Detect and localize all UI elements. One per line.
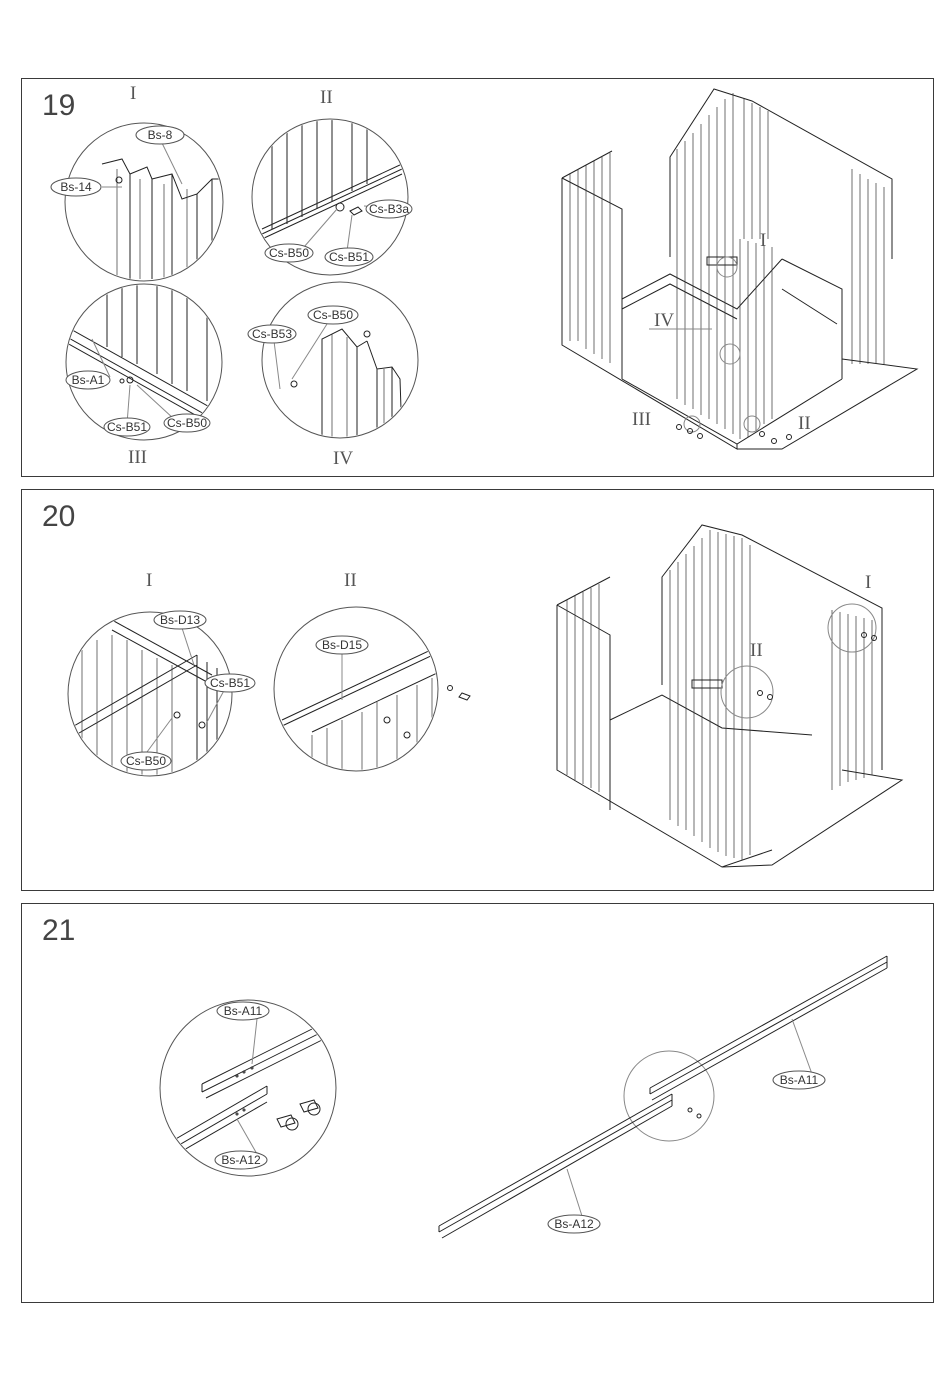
callout-bs-a1: Bs-A1 (72, 373, 105, 387)
callout-bs-a12: Bs-A12 (221, 1153, 261, 1167)
callout-bs-d13: Bs-D13 (160, 613, 200, 627)
callout-bs-a11: Bs-A11 (780, 1073, 819, 1087)
marker-i: I (865, 572, 871, 593)
detail-view-iii: III Bs-A1 Cs-B51 Cs-B50 (66, 279, 222, 468)
shed-assembly-view: I IV III II (562, 89, 917, 449)
callout-bs-a12: Bs-A12 (554, 1217, 594, 1231)
detail-view-ii: II Cs-B3a Cs-B50 Cs-B51 (252, 87, 412, 275)
detail-view-i: I Bs-D13 Cs-B51 Cs-B50 (67, 570, 255, 790)
callout-cs-b50: Cs-B50 (269, 246, 309, 260)
shed-assembly-view: I II (557, 525, 902, 867)
detail-circle (262, 282, 418, 438)
marker-iv: IV (654, 310, 674, 331)
detail-label-iii: III (128, 447, 147, 468)
detail-label-ii: II (320, 87, 333, 108)
marker-iii: III (632, 409, 651, 430)
step-21-illustration: Bs-A11 Bs-A12 Bs-A11 Bs-A12 (22, 904, 935, 1304)
callout-bs-8: Bs-8 (148, 128, 173, 142)
step-21-panel: 21 Bs-A11 Bs-A12 (21, 903, 934, 1303)
step-19-illustration: I Bs-8 Bs-14 II (22, 79, 935, 478)
callout-cs-b53: Cs-B53 (252, 327, 292, 341)
detail-label-ii: II (344, 570, 357, 591)
step-20-illustration: I Bs-D13 Cs-B51 Cs-B50 II (22, 490, 935, 892)
callout-cs-b51: Cs-B51 (210, 676, 250, 690)
callout-cs-b51: Cs-B51 (107, 420, 147, 434)
step-19-panel: 19 I Bs-8 Bs-14 II (21, 78, 934, 477)
rail-assembly-view: Bs-A11 Bs-A12 (439, 956, 887, 1238)
detail-label-i: I (146, 570, 152, 591)
detail-circle (274, 607, 438, 771)
callout-bs-d15: Bs-D15 (322, 638, 362, 652)
detail-label-i: I (130, 83, 136, 104)
marker-i: I (760, 230, 766, 251)
detail-circle (65, 123, 223, 281)
marker-ii: II (798, 413, 811, 434)
detail-circle (160, 1000, 336, 1176)
callout-cs-b50: Cs-B50 (167, 416, 207, 430)
callout-cs-b3a: Cs-B3a (369, 202, 409, 216)
detail-label-iv: IV (333, 448, 353, 469)
detail-view-i: I Bs-8 Bs-14 (51, 83, 223, 281)
callout-cs-b51: Cs-B51 (329, 250, 369, 264)
detail-view-iv: IV Cs-B53 Cs-B50 (248, 282, 418, 469)
detail-view: Bs-A11 Bs-A12 (160, 1000, 352, 1176)
marker-ii: II (750, 640, 763, 661)
callout-cs-b50: Cs-B50 (126, 754, 166, 768)
callout-cs-b50: Cs-B50 (313, 308, 353, 322)
callout-bs-a11: Bs-A11 (224, 1004, 263, 1018)
step-20-panel: 20 I Bs-D13 Cs-B51 Cs-B50 (21, 489, 934, 891)
callout-bs-14: Bs-14 (60, 180, 92, 194)
detail-view-ii: II Bs-D15 (274, 570, 470, 790)
